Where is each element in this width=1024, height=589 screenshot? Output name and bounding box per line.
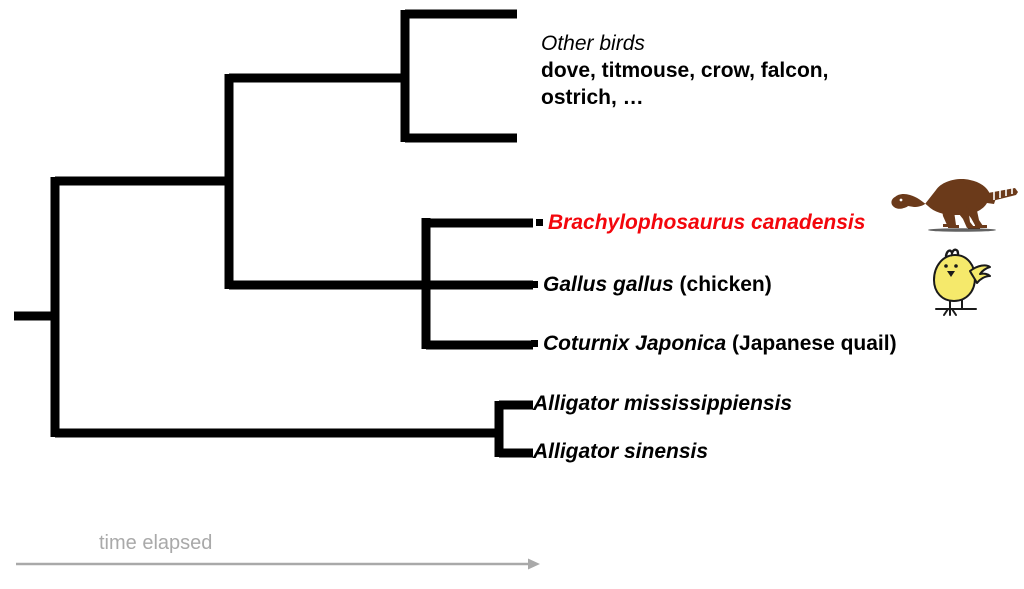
- time-axis-label: time elapsed: [99, 532, 213, 554]
- taxon-scientific-name: Gallus gallus: [543, 273, 674, 296]
- taxon-scientific-name: Alligator mississippiensis: [533, 392, 793, 415]
- taxon-label-gallus-gallus: Gallus gallus (chicken): [531, 273, 772, 297]
- time-axis-arrow: [16, 558, 540, 570]
- taxon-label-alligator-sinensis: Alligator sinensis: [533, 440, 708, 464]
- other-birds-title: Other birds: [541, 32, 645, 55]
- taxon-scientific-name: Alligator sinensis: [533, 440, 709, 463]
- other-birds-members: dove, titmouse, crow, falcon, ostrich, …: [541, 58, 829, 109]
- bullet-icon: [531, 281, 538, 288]
- taxon-common-name: (chicken): [673, 273, 772, 296]
- taxon-label-alligator-mississippiensis: Alligator mississippiensis: [533, 392, 792, 416]
- clade-label-other-birds: Other birds dove, titmouse, crow, falcon…: [541, 31, 871, 112]
- chick-illustration-icon: [932, 248, 991, 316]
- taxon-scientific-name: Coturnix Japonica: [543, 332, 727, 355]
- bullet-icon: [536, 219, 543, 226]
- taxon-label-coturnix-japonica: Coturnix Japonica (Japanese quail): [531, 332, 897, 356]
- bullet-icon: [531, 340, 538, 347]
- taxon-common-name: (Japanese quail): [726, 332, 897, 355]
- taxon-scientific-name: Brachylophosaurus canadensis: [548, 211, 866, 234]
- hadrosaur-silhouette-icon: [891, 179, 1018, 232]
- taxon-label-brachylophosaurus: Brachylophosaurus canadensis: [536, 211, 865, 235]
